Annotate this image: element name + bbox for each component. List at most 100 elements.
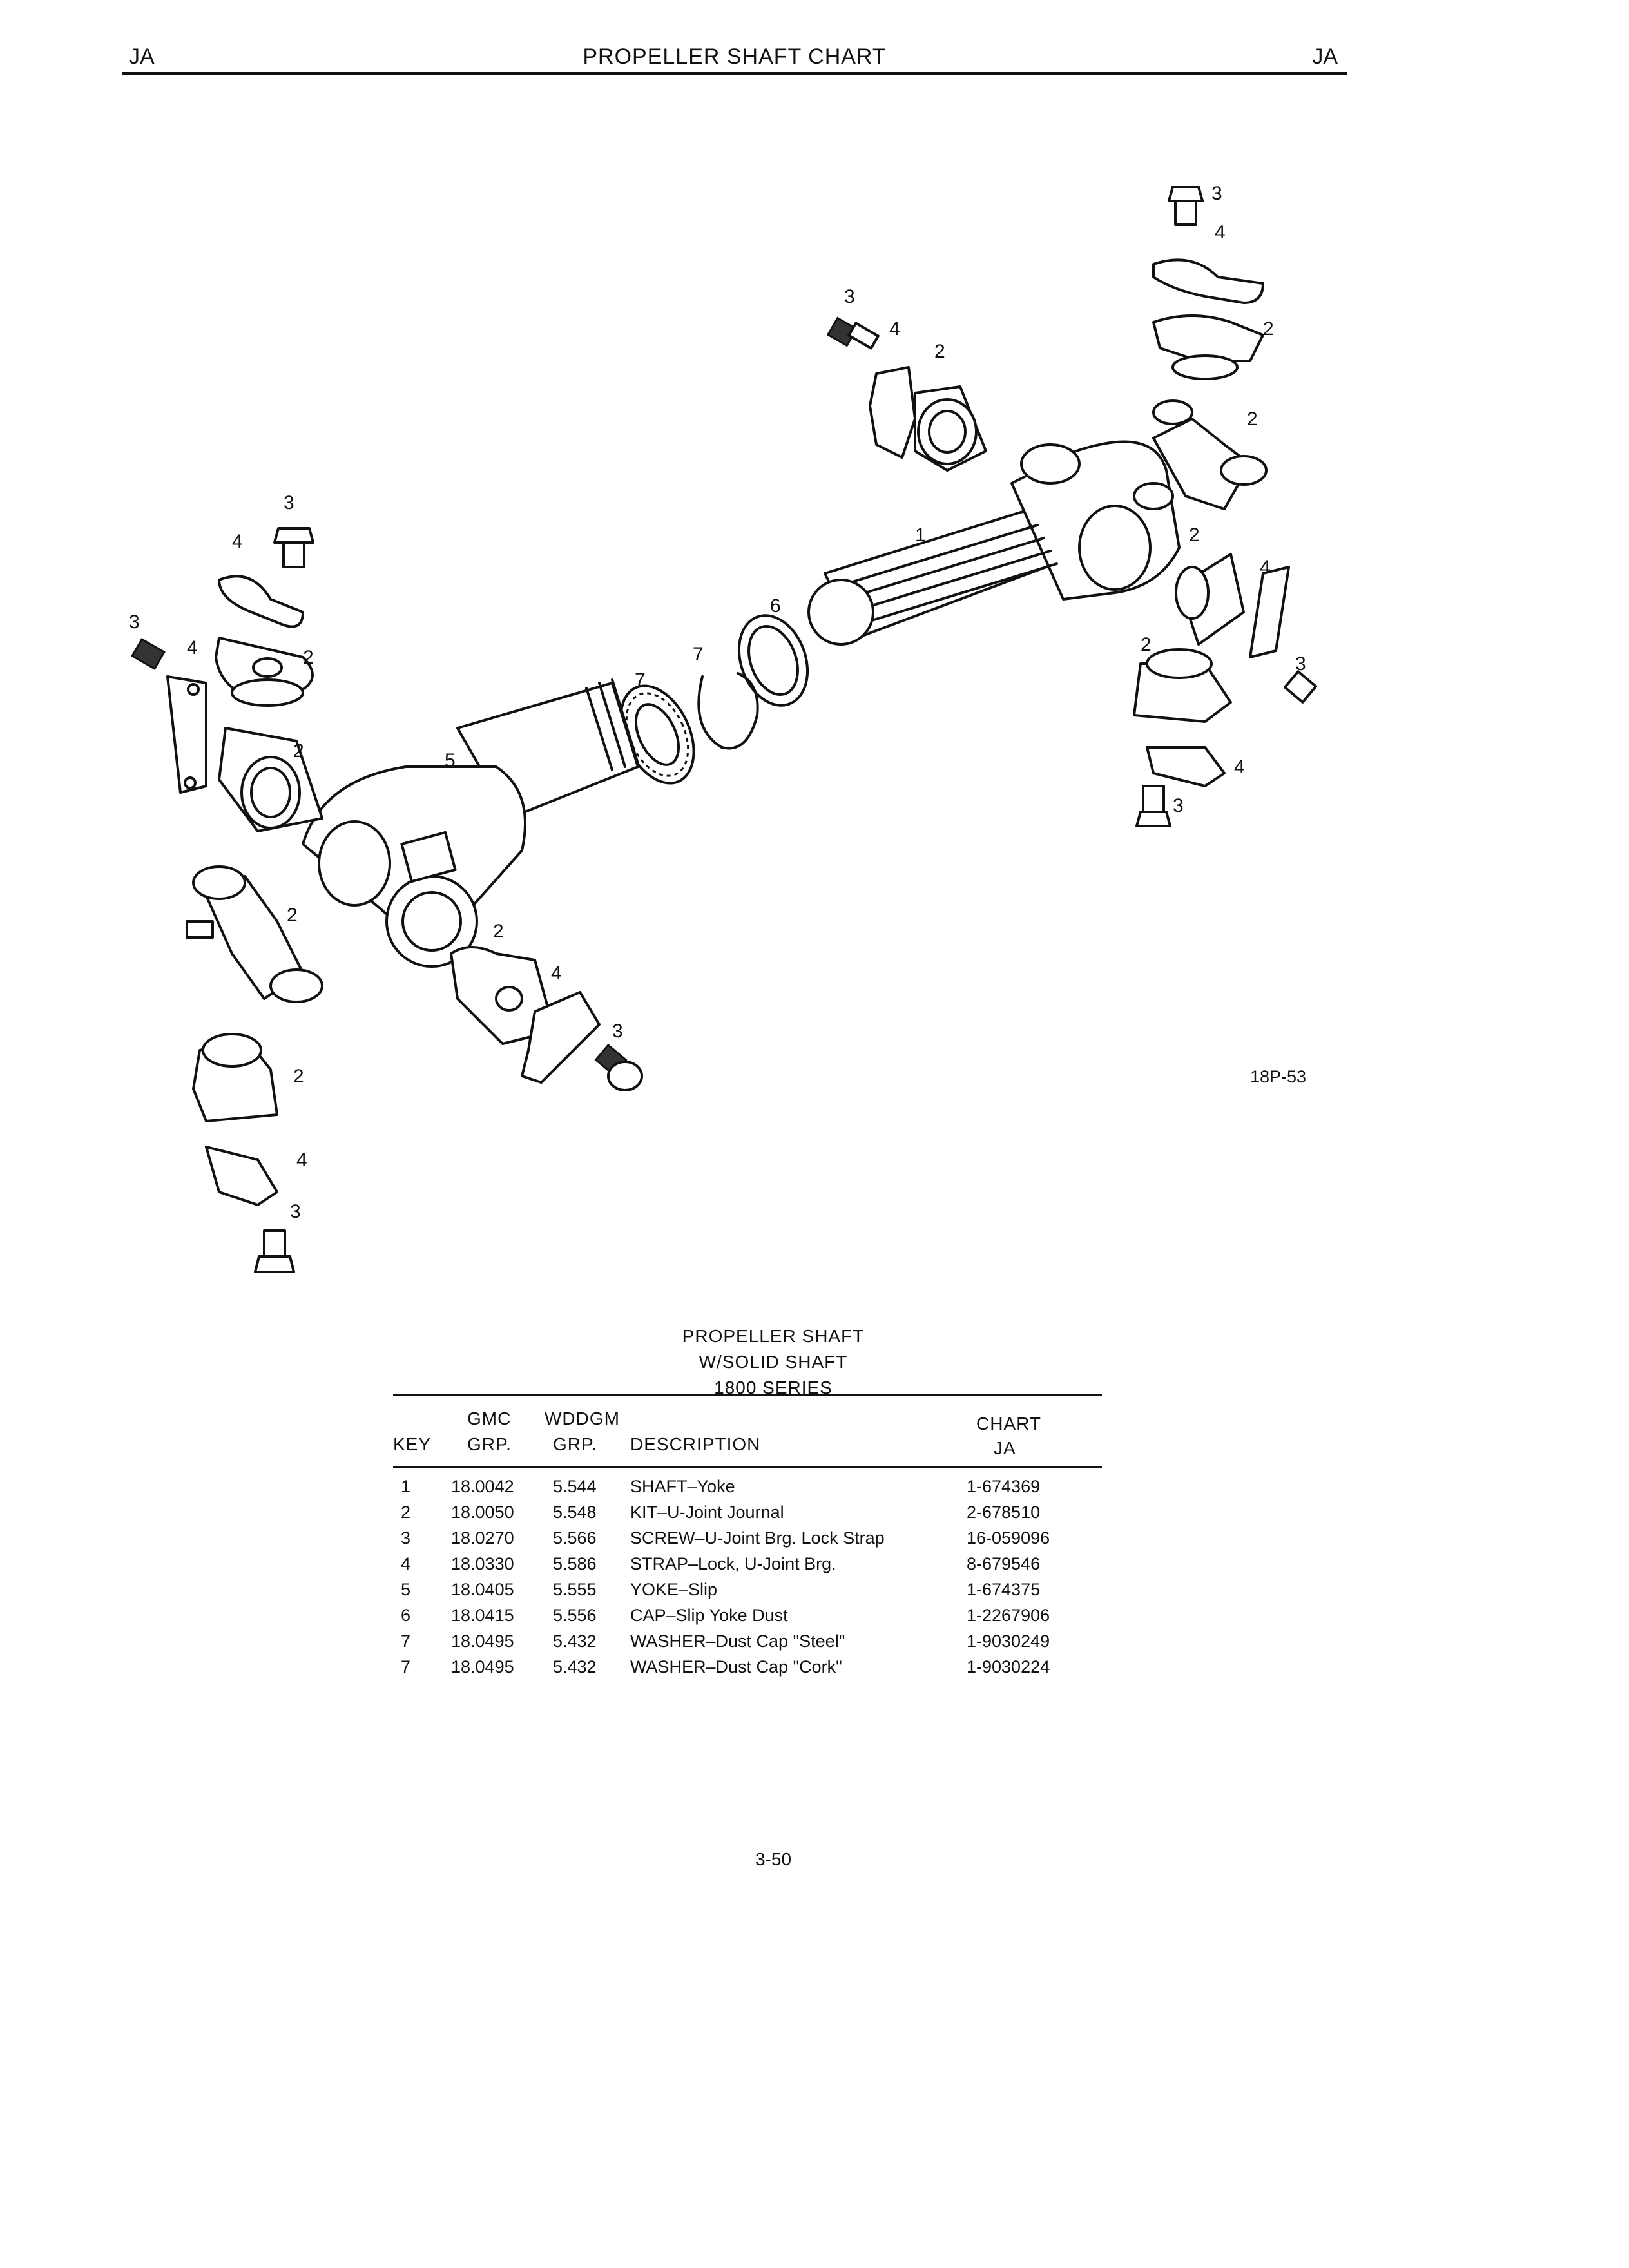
col-chart-top: CHART	[976, 1414, 1041, 1434]
yoke-shaft	[807, 440, 1181, 646]
callout-3-right-lower: 3	[1173, 795, 1184, 816]
row-gmc: 18.0415	[451, 1606, 514, 1625]
right-lower-cluster	[1133, 553, 1318, 827]
exploded-view-diagram: 1 6 7 7 5 3 4 3 4 2 2 2 2 4 3 2 4 3 3 4 …	[110, 148, 1398, 1282]
row-key: 1	[401, 1477, 411, 1496]
callout-4-left-lower: 4	[296, 1149, 307, 1171]
row-gmc: 18.0042	[451, 1477, 514, 1496]
row-wddgm: 5.556	[553, 1606, 597, 1625]
callout-2-center-lower: 2	[493, 921, 504, 942]
callout-2-top-right: 2	[1263, 318, 1274, 340]
row-gmc: 18.0495	[451, 1631, 514, 1651]
table-row: 2 18.0050 5.548 KIT–U-Joint Journal 2-67…	[393, 1503, 1102, 1528]
callout-3-right-mid: 3	[1295, 653, 1306, 675]
callout-3-top-center: 3	[844, 286, 855, 307]
row-chart: 1-9030224	[967, 1657, 1050, 1677]
callout-3-center-lower: 3	[612, 1021, 623, 1042]
callout-2-top-center: 2	[934, 341, 945, 362]
page-title: PROPELLER SHAFT CHART	[583, 44, 887, 69]
row-key: 6	[401, 1606, 411, 1625]
col-key: KEY	[393, 1434, 432, 1454]
table-top-rule	[393, 1394, 1102, 1396]
table-row: 1 18.0042 5.544 SHAFT–Yoke 1-674369	[393, 1477, 1102, 1503]
table-row: 7 18.0495 5.432 WASHER–Dust Cap "Cork" 1…	[393, 1657, 1102, 1683]
col-chart-bottom: JA	[994, 1438, 1016, 1458]
table-row: 6 18.0415 5.556 CAP–Slip Yoke Dust 1-226…	[393, 1606, 1102, 1631]
table-title-line-3: 1800 SERIES	[714, 1378, 833, 1398]
table-row: 7 18.0495 5.432 WASHER–Dust Cap "Steel" …	[393, 1631, 1102, 1657]
row-chart: 2-678510	[967, 1503, 1041, 1522]
exploded-view-svg: 1 6 7 7 5 3 4 3 4 2 2 2 2 4 3 2 4 3 3 4 …	[129, 183, 1318, 1273]
left-upper-cluster	[131, 527, 323, 832]
left-lower-cluster	[186, 865, 323, 1273]
callout-4-center-lower: 4	[551, 963, 562, 984]
col-gmc-top: GMC	[467, 1408, 512, 1428]
callout-3-left-lower: 3	[290, 1201, 301, 1222]
callout-4-top-center: 4	[889, 318, 900, 340]
row-chart: 16-059096	[967, 1528, 1050, 1548]
header-right-code: JA	[1312, 44, 1338, 69]
row-gmc: 18.0495	[451, 1657, 514, 1677]
col-description: DESCRIPTION	[630, 1434, 761, 1454]
page-header: JA PROPELLER SHAFT CHART JA	[122, 43, 1347, 75]
center-lower-cluster	[450, 946, 643, 1091]
callout-2-left-ujoint: 2	[287, 905, 298, 926]
slip-yoke	[302, 678, 639, 968]
row-description: WASHER–Dust Cap "Steel"	[630, 1631, 845, 1651]
callout-4-left-side: 4	[187, 637, 198, 658]
figure-reference: 18P-53	[1250, 1067, 1306, 1086]
row-chart: 1-9030249	[967, 1631, 1050, 1651]
row-key: 2	[401, 1503, 411, 1522]
row-chart: 1-2267906	[967, 1606, 1050, 1625]
row-wddgm: 5.544	[553, 1477, 597, 1496]
dust-cap	[737, 614, 809, 707]
right-upper-cluster	[1133, 186, 1268, 510]
row-key: 3	[401, 1528, 411, 1548]
callout-4-top-right: 4	[1215, 222, 1226, 243]
row-description: WASHER–Dust Cap "Cork"	[630, 1657, 842, 1677]
callout-2-left-lower: 2	[293, 1066, 304, 1087]
row-wddgm: 5.566	[553, 1528, 597, 1548]
callout-2-right-mid: 2	[1189, 524, 1200, 546]
row-chart: 1-674369	[967, 1477, 1041, 1496]
callout-3-left-upper: 3	[284, 492, 294, 514]
table-title-line-2: W/SOLID SHAFT	[699, 1352, 848, 1372]
callout-2-left-mid: 2	[293, 740, 304, 762]
row-description: KIT–U-Joint Journal	[630, 1503, 784, 1522]
col-gmc-bottom: GRP.	[467, 1434, 512, 1454]
row-wddgm: 5.432	[553, 1657, 597, 1677]
callout-6: 6	[770, 595, 781, 617]
col-wddgm-bottom: GRP.	[553, 1434, 597, 1454]
page-number: 3-50	[755, 1849, 792, 1869]
steel-washer	[697, 672, 759, 750]
row-key: 7	[401, 1657, 411, 1677]
callout-4-left-upper: 4	[232, 531, 243, 552]
row-wddgm: 5.548	[553, 1503, 597, 1522]
row-wddgm: 5.432	[553, 1631, 597, 1651]
row-chart: 1-674375	[967, 1580, 1041, 1599]
table-header-rule	[393, 1466, 1102, 1468]
callouts: 1 6 7 7 5 3 4 3 4 2 2 2 2 4 3 2 4 3 3 4 …	[129, 183, 1306, 1222]
top-center-cluster	[826, 316, 987, 472]
row-description: YOKE–Slip	[630, 1580, 718, 1599]
table-row: 5 18.0405 5.555 YOKE–Slip 1-674375	[393, 1580, 1102, 1606]
callout-2-right-ujoint: 2	[1247, 408, 1258, 430]
row-description: CAP–Slip Yoke Dust	[630, 1606, 788, 1625]
row-description: STRAP–Lock, U-Joint Brg.	[630, 1554, 836, 1573]
row-wddgm: 5.555	[553, 1580, 597, 1599]
callout-2-right-lower: 2	[1141, 634, 1152, 655]
callout-7-cork: 7	[635, 669, 646, 691]
callout-5: 5	[445, 750, 456, 771]
table-row: 3 18.0270 5.566 SCREW–U-Joint Brg. Lock …	[393, 1528, 1102, 1554]
callout-3-top-right: 3	[1211, 183, 1222, 204]
row-description: SHAFT–Yoke	[630, 1477, 735, 1496]
table-title-block: PROPELLER SHAFT W/SOLID SHAFT 1800 SERIE…	[619, 1323, 928, 1401]
header-left-code: JA	[129, 44, 155, 69]
row-gmc: 18.0050	[451, 1503, 514, 1522]
row-gmc: 18.0405	[451, 1580, 514, 1599]
row-chart: 8-679546	[967, 1554, 1041, 1573]
row-gmc: 18.0270	[451, 1528, 514, 1548]
row-key: 7	[401, 1631, 411, 1651]
cork-washer	[619, 684, 695, 785]
row-gmc: 18.0330	[451, 1554, 514, 1573]
